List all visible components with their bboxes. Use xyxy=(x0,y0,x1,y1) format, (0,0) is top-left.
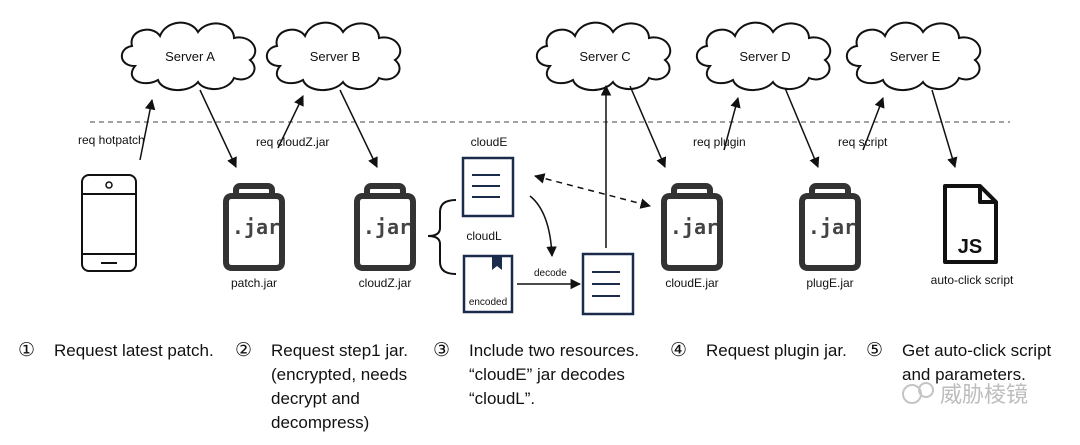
cloude-jar-label: cloudE.jar xyxy=(665,276,718,290)
server-e-label: Server E xyxy=(890,49,941,64)
svg-text:Get auto-click script: Get auto-click script xyxy=(902,341,1052,360)
cloudl-doc-label: cloudL xyxy=(466,229,502,243)
req-script-label: req script xyxy=(838,135,888,149)
svg-text:(encrypted, needs: (encrypted, needs xyxy=(271,365,407,384)
pluge-jar-icon: .jar xyxy=(802,186,858,268)
svg-text:Request step1 jar.: Request step1 jar. xyxy=(271,341,408,360)
svg-text:③: ③ xyxy=(433,340,450,361)
svg-text:②: ② xyxy=(235,340,252,361)
svg-text:“cloudL”.: “cloudL”. xyxy=(469,389,535,408)
svg-text:.jar: .jar xyxy=(808,215,856,239)
patch-jar-label: patch.jar xyxy=(231,276,277,290)
cloude-to-decoded-curve xyxy=(529,195,557,258)
server-a-cloud: Server A xyxy=(120,21,257,92)
server-b-label: Server B xyxy=(310,49,361,64)
svg-text:④: ④ xyxy=(670,340,687,361)
js-file-icon: JS xyxy=(943,184,998,264)
server-c-to-cloude-jar-arrow xyxy=(629,85,667,168)
svg-text:Include two resources.: Include two resources. xyxy=(469,341,639,360)
patch-download-arrow xyxy=(199,89,237,168)
req-cloudz-label: req cloudZ.jar xyxy=(256,135,329,149)
server-c-cloud: Server C xyxy=(535,21,672,92)
req-hotpatch-arrow xyxy=(139,98,156,161)
svg-text:decompress): decompress) xyxy=(271,413,369,432)
step-2: ② Request step1 jar. (encrypted, needs d… xyxy=(235,340,408,432)
req-script-arrow xyxy=(862,97,885,151)
cloude-jar-icon: .jar xyxy=(664,186,720,268)
brace xyxy=(427,199,457,275)
cloude-link-dashed-arrow xyxy=(533,173,652,209)
svg-text:and parameters.: and parameters. xyxy=(902,365,1026,384)
server-d-label: Server D xyxy=(739,49,790,64)
svg-text:Request latest patch.: Request latest patch. xyxy=(54,341,214,360)
watermark-text: 威胁棱镜 xyxy=(940,383,1028,408)
server-c-label: Server C xyxy=(579,49,630,64)
decoded-document-icon xyxy=(581,252,635,316)
encoded-label: encoded xyxy=(469,297,507,308)
svg-text:⑤: ⑤ xyxy=(866,340,883,361)
req-hotpatch-label: req hotpatch xyxy=(78,133,145,147)
phone-icon xyxy=(81,174,137,272)
server-a-label: Server A xyxy=(165,49,215,64)
watermark: 威胁棱镜 xyxy=(902,382,1028,408)
cloudz-download-arrow xyxy=(339,89,378,168)
req-cloudz-arrow xyxy=(277,95,304,149)
plugin-download-arrow xyxy=(784,87,820,168)
svg-text:decrypt and: decrypt and xyxy=(271,389,360,408)
cloudz-jar-label: cloudZ.jar xyxy=(359,276,412,290)
svg-text:①: ① xyxy=(18,340,35,361)
svg-text:Request plugin jar.: Request plugin jar. xyxy=(706,341,847,360)
autoclick-script-label: auto-click script xyxy=(931,273,1014,287)
step-3: ③ Include two resources. “cloudE” jar de… xyxy=(433,340,639,408)
patch-jar-icon: .jar xyxy=(226,186,282,268)
req-plugin-arrow xyxy=(723,96,741,151)
cloudz-jar-icon: .jar xyxy=(357,186,413,268)
step-5: ⑤ Get auto-click script and parameters. xyxy=(866,340,1052,384)
cloude-document-icon xyxy=(461,156,515,218)
decode-label: decode xyxy=(534,268,567,279)
cloude-doc-label: cloudE xyxy=(471,135,508,149)
svg-text:.jar: .jar xyxy=(670,215,718,239)
server-e-cloud: Server E xyxy=(845,21,982,92)
server-b-cloud: Server B xyxy=(265,21,402,92)
svg-text:“cloudE” jar decodes: “cloudE” jar decodes xyxy=(469,365,625,384)
script-download-arrow xyxy=(931,89,958,169)
step-4: ④ Request plugin jar. xyxy=(670,340,847,361)
encoded-document-icon: encoded xyxy=(462,254,514,314)
server-d-cloud: Server D xyxy=(695,21,832,92)
pluge-jar-label: plugE.jar xyxy=(806,276,853,290)
svg-text:JS: JS xyxy=(958,236,982,258)
svg-text:.jar: .jar xyxy=(232,215,280,239)
svg-text:.jar: .jar xyxy=(363,215,411,239)
step-1: ① Request latest patch. xyxy=(18,340,214,361)
req-plugin-label: req plugin xyxy=(693,135,746,149)
